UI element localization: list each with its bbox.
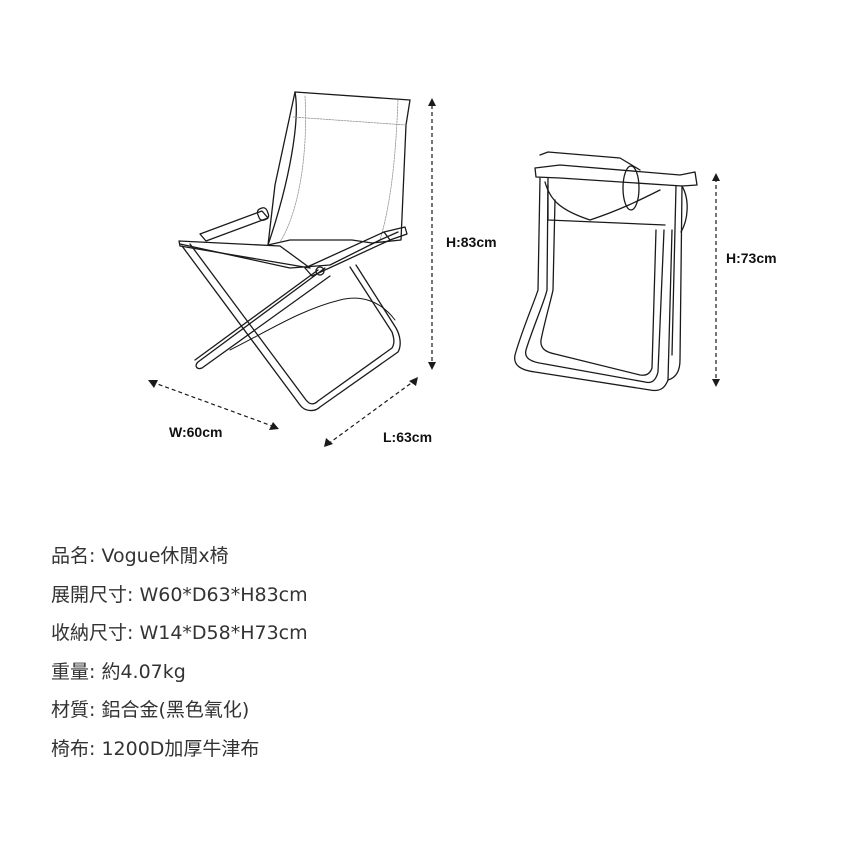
product-spec-list: 品名: Vogue休閒x椅 展開尺寸: W60*D63*H83cm 收納尺寸: … bbox=[51, 542, 308, 773]
product-dimension-diagram: H:83cm W:60cm L:63cm H:73cm bbox=[148, 91, 777, 447]
spec-folded-size: 收納尺寸: W14*D58*H73cm bbox=[51, 622, 308, 644]
unfolded-height-label: H:83cm bbox=[446, 234, 497, 250]
unfolded-chair-illustration bbox=[178, 91, 411, 412]
folded-chair-illustration bbox=[514, 151, 698, 392]
spec-product-name: 品名: Vogue休閒x椅 bbox=[51, 545, 229, 567]
arrowheads bbox=[148, 98, 720, 447]
spec-fabric: 椅布: 1200D加厚牛津布 bbox=[51, 737, 260, 760]
unfolded-width-label: W:60cm bbox=[169, 424, 223, 440]
dimension-arrows bbox=[151, 105, 717, 445]
spec-material: 材質: 鋁合金(黑色氧化) bbox=[51, 699, 250, 721]
unfolded-length-label: L:63cm bbox=[383, 429, 433, 445]
folded-height-label: H:73cm bbox=[726, 250, 777, 266]
spec-weight: 重量: 約4.07kg bbox=[51, 660, 186, 683]
spec-unfolded-size: 展開尺寸: W60*D63*H83cm bbox=[51, 583, 308, 606]
